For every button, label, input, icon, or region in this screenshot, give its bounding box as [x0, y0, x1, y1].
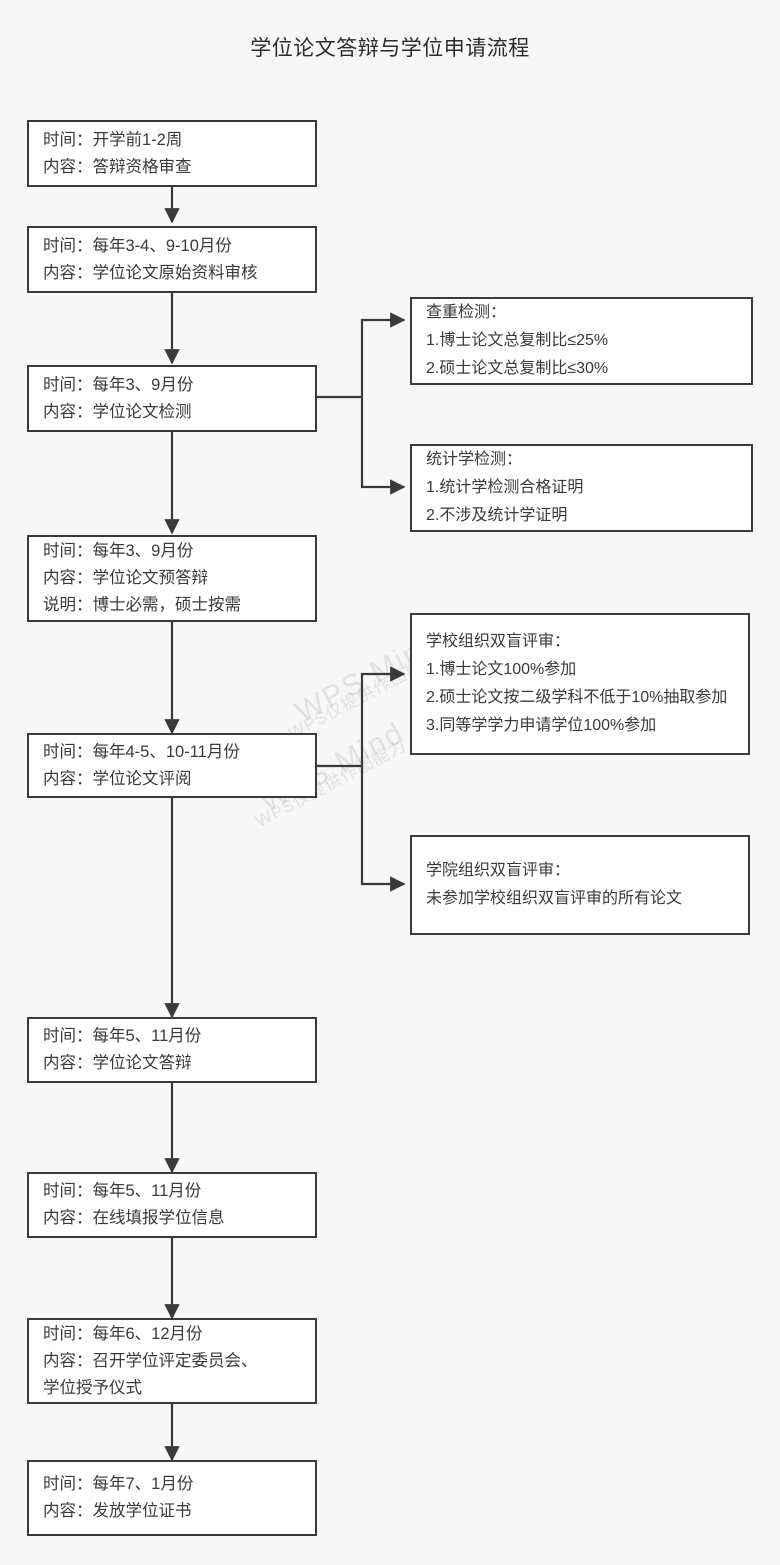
process-node-4[interactable]: 时间：每年3、9月份 内容：学位论文预答辩 说明：博士必需，硕士按需 [27, 535, 317, 622]
detail-node-college-blind-review[interactable]: 学院组织双盲评审： 未参加学校组织双盲评审的所有论文 [410, 835, 750, 935]
node-2-line-1: 时间：每年3-4、9-10月份 [43, 236, 232, 255]
node-8-line-3: 学位授予仪式 [43, 1378, 142, 1397]
detail-node-university-blind-review[interactable]: 学校组织双盲评审： 1.博士论文100%参加 2.硕士论文按二级学科不低于10%… [410, 613, 750, 755]
process-node-8[interactable]: 时间：每年6、12月份 内容：召开学位评定委员会、 学位授予仪式 [27, 1318, 317, 1404]
process-node-6[interactable]: 时间：每年5、11月份 内容：学位论文答辩 [27, 1017, 317, 1083]
node-4-line-2: 内容：学位论文预答辩 [43, 569, 208, 587]
side-2-line-2: 1.统计学检测合格证明 [426, 479, 584, 496]
node-1-line-1: 时间：开学前1-2周 [43, 130, 183, 149]
node-7-line-2: 内容：在线填报学位信息 [43, 1209, 225, 1227]
node-2-line-2: 内容：学位论文原始资料审核 [43, 263, 258, 282]
node-5-line-2: 内容：学位论文评阅 [43, 769, 192, 788]
side-3-line-1: 学校组织双盲评审： [426, 633, 571, 650]
process-node-5[interactable]: 时间：每年4-5、10-11月份 内容：学位论文评阅 [27, 733, 317, 798]
connector-node3-side1 [360, 312, 406, 397]
node-8-line-1: 时间：每年6、12月份 [43, 1324, 203, 1343]
side-1-line-1: 查重检测： [426, 304, 507, 321]
side-1-line-2: 1.博士论文总复制比≤25% [426, 332, 609, 349]
node-3-line-1: 时间：每年3、9月份 [43, 375, 194, 394]
detail-node-duplication-check[interactable]: 查重检测： 1.博士论文总复制比≤25% 2.硕士论文总复制比≤30% [410, 297, 753, 385]
connector-node5-side4 [360, 766, 406, 892]
node-3-line-2: 内容：学位论文检测 [43, 402, 192, 421]
node-4-line-3: 说明：博士必需，硕士按需 [43, 596, 241, 614]
node-7-line-1: 时间：每年5、11月份 [43, 1182, 202, 1200]
process-node-2[interactable]: 时间：每年3-4、9-10月份 内容：学位论文原始资料审核 [27, 226, 317, 293]
process-node-1[interactable]: 时间：开学前1-2周 内容：答辩资格审查 [27, 120, 317, 187]
connector-node3-side2 [360, 397, 406, 495]
page-title: 学位论文答辩与学位申请流程 [250, 37, 530, 60]
process-node-7[interactable]: 时间：每年5、11月份 内容：在线填报学位信息 [27, 1172, 317, 1238]
side-4-line-2: 未参加学校组织双盲评审的所有论文 [426, 890, 683, 907]
connector-node5-side3 [360, 666, 406, 766]
node-1-line-2: 内容：答辩资格审查 [43, 157, 192, 176]
side-2-line-1: 统计学检测： [426, 451, 523, 468]
side-4-line-1: 学院组织双盲评审： [426, 862, 571, 879]
side-3-line-2: 1.博士论文100%参加 [426, 661, 577, 678]
side-1-line-3: 2.硕士论文总复制比≤30% [426, 360, 609, 377]
node-4-line-1: 时间：每年3、9月份 [43, 542, 194, 560]
node-6-line-1: 时间：每年5、11月份 [43, 1027, 202, 1045]
node-5-line-1: 时间：每年4-5、10-11月份 [43, 742, 240, 761]
detail-node-statistics-check[interactable]: 统计学检测： 1.统计学检测合格证明 2.不涉及统计学证明 [410, 444, 753, 532]
side-3-line-4: 3.同等学学力申请学位100%参加 [426, 717, 657, 734]
node-6-line-2: 内容：学位论文答辩 [43, 1054, 192, 1072]
node-9-line-1: 时间：每年7、1月份 [43, 1475, 194, 1493]
side-3-line-3: 2.硕士论文按二级学科不低于10%抽取参加 [426, 689, 728, 706]
node-9-line-2: 内容：发放学位证书 [43, 1502, 192, 1520]
side-2-line-3: 2.不涉及统计学证明 [426, 507, 568, 524]
process-node-3[interactable]: 时间：每年3、9月份 内容：学位论文检测 [27, 365, 317, 432]
node-8-line-2: 内容：召开学位评定委员会、 [43, 1351, 258, 1370]
process-node-9[interactable]: 时间：每年7、1月份 内容：发放学位证书 [27, 1460, 317, 1536]
